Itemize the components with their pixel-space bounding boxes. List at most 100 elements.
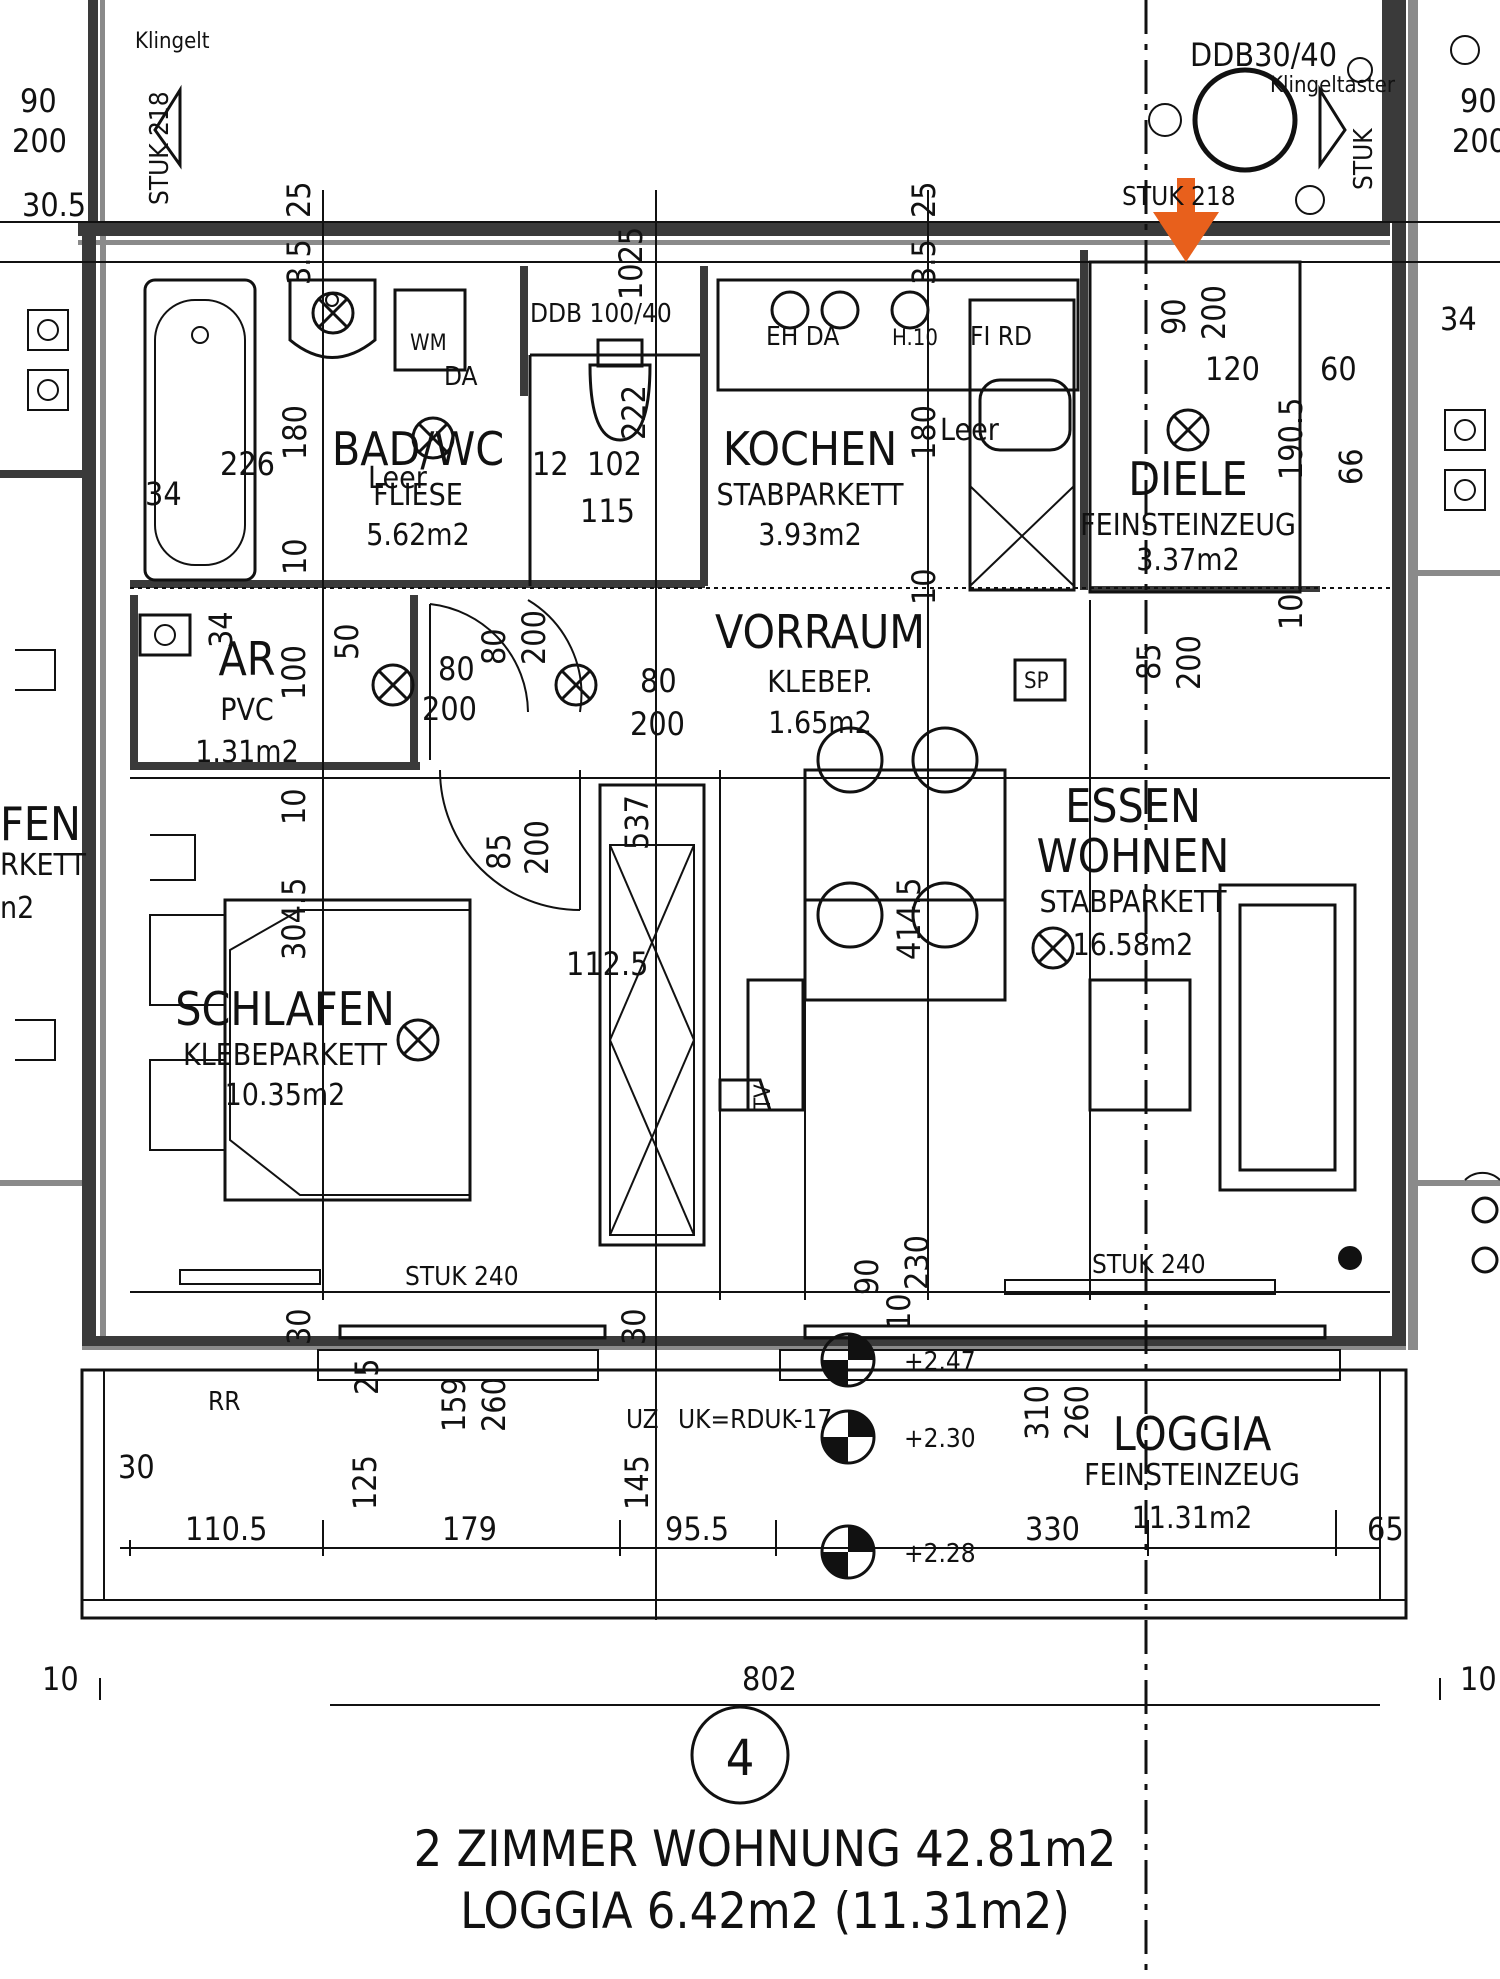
dim: 200 — [12, 122, 67, 160]
dim: 25 — [280, 181, 318, 218]
label-rr: RR — [208, 1387, 241, 1417]
orange-down-arrow-icon — [1153, 178, 1219, 262]
label-klingel-right: Klingeltaster — [1270, 73, 1396, 98]
dim: 226 — [220, 445, 275, 483]
room-area-ar: 1.31m2 — [195, 735, 299, 770]
room-name-loggia: LOGGIA — [1113, 1407, 1272, 1461]
dim: 50 — [328, 623, 366, 660]
room-floor-neighbor: RKETT — [0, 848, 86, 883]
label-uk: UK=RDUK-17 — [678, 1405, 832, 1435]
room-floor-essen: STABPARKETT — [1039, 885, 1227, 920]
room-area-essen: 16.58m2 — [1073, 928, 1194, 963]
room-floor-loggia: FEINSTEINZEUG — [1084, 1458, 1300, 1493]
dim: 12 — [532, 445, 569, 483]
room-name-bad: BAD/WC — [332, 422, 504, 476]
dim: 25 — [905, 181, 943, 218]
dim: 100 — [275, 645, 313, 700]
dim: 65 — [1367, 1510, 1404, 1548]
dim: 125 — [346, 1455, 384, 1510]
dim: 85 — [480, 833, 518, 870]
dim: 95.5 — [665, 1510, 729, 1548]
room-area-neighbor: n2 — [0, 891, 34, 926]
dim: 260 — [1058, 1385, 1096, 1440]
dim: 159 — [435, 1377, 473, 1432]
dim: 10 — [276, 538, 314, 575]
dim: 1025 — [612, 227, 650, 300]
room-name-schlafen: SCHLAFEN — [175, 982, 395, 1036]
ceiling-light-icon — [554, 663, 598, 707]
room-floor-bad: FLIESE — [373, 478, 463, 513]
dim: 414.5 — [890, 878, 928, 960]
dim: 330 — [1025, 1510, 1080, 1548]
dim: 30 — [280, 1308, 318, 1345]
room-floor-schlafen: KLEBEPARKETT — [183, 1038, 388, 1073]
dim: 10 — [880, 1293, 918, 1330]
ceiling-light-icon — [1166, 408, 1210, 452]
dim: 60 — [1320, 350, 1357, 388]
dim: 10 — [1272, 593, 1310, 630]
label-leer-kitchen: Leer — [940, 413, 1000, 448]
label-stuk-bottom-left: STUK 240 — [405, 1262, 519, 1292]
dim: 80 — [640, 662, 677, 700]
label-eh-da: EH DA — [766, 322, 839, 352]
label-h10: H.10 — [892, 326, 938, 351]
room-name-neighbor: FEN — [0, 797, 81, 851]
dim: 3.5 — [280, 239, 318, 285]
dim: 102 — [587, 445, 642, 483]
room-name-diele: DIELE — [1128, 452, 1247, 506]
dim: 200 — [1195, 285, 1233, 340]
label-klingel-left: Klingelt — [135, 29, 210, 54]
label-sp: SP — [1024, 669, 1049, 694]
dim: 180 — [276, 405, 314, 460]
dimension-lines — [99, 1510, 1441, 1805]
dim: 80 — [475, 628, 513, 665]
dim: 10 — [905, 568, 943, 605]
label-uz: UZ — [626, 1405, 659, 1435]
label-wm: WM — [410, 331, 447, 356]
dimension-texts: 90 200 30.5 90 200 25 3.5 1025 3.5 25 22… — [12, 82, 1500, 1698]
dim: 304.5 — [275, 878, 313, 960]
dim: 80 — [438, 650, 475, 688]
room-area-loggia: 11.31m2 — [1132, 1501, 1253, 1536]
level-marker-icon — [820, 1524, 876, 1580]
dim: 30.5 — [22, 186, 86, 224]
dim: 66 — [1332, 448, 1370, 485]
room-floor-vorraum: KLEBEP. — [767, 665, 873, 700]
room-area-schlafen: 10.35m2 — [225, 1078, 346, 1113]
dim: 90 — [848, 1258, 886, 1295]
dim: 120 — [1205, 350, 1260, 388]
dim: 200 — [1170, 635, 1208, 690]
room-floor-ar: PVC — [220, 693, 274, 728]
dim: 85 — [1130, 643, 1168, 680]
dim: 112.5 — [566, 945, 648, 983]
dim: 3.5 — [905, 239, 943, 285]
room-name-kochen: KOCHEN — [723, 422, 897, 476]
level-marker-icon — [820, 1332, 876, 1388]
room-floor-kochen: STABPARKETT — [716, 478, 904, 513]
dim: 90 — [1155, 298, 1193, 335]
label-fi-rd: FI RD — [970, 322, 1032, 352]
caption-line-2: LOGGIA 6.42m2 (11.31m2) — [460, 1882, 1070, 1940]
room-area-kochen: 3.93m2 — [758, 518, 862, 553]
room-area-diele: 3.37m2 — [1136, 543, 1240, 578]
ceiling-light-icon — [411, 416, 455, 460]
dim: 10 — [1460, 1660, 1497, 1698]
dim: 200 — [630, 705, 685, 743]
room-name-essen: ESSEN — [1065, 779, 1201, 833]
dim: 260 — [475, 1377, 513, 1432]
dim: 200 — [1452, 122, 1500, 160]
label-stuk-entry: STUK 218 — [1122, 182, 1236, 212]
label-level-2: +2.30 — [904, 1424, 976, 1454]
dim: 10 — [42, 1660, 79, 1698]
dim: 310 — [1018, 1385, 1056, 1440]
level-marker-icon — [820, 1409, 876, 1465]
dim: 200 — [518, 820, 556, 875]
dim: 110.5 — [185, 1510, 267, 1548]
ceiling-light-icon — [311, 291, 355, 335]
dim: 34 — [202, 611, 240, 648]
label-ddb-right: DDB30/40 — [1190, 36, 1337, 74]
misc-labels: Klingelt Klingeltaster DDB30/40 DDB 100/… — [135, 29, 1396, 1569]
label-stuk-bottom-right: STUK 240 — [1092, 1250, 1206, 1280]
dim: 25 — [348, 1358, 386, 1395]
